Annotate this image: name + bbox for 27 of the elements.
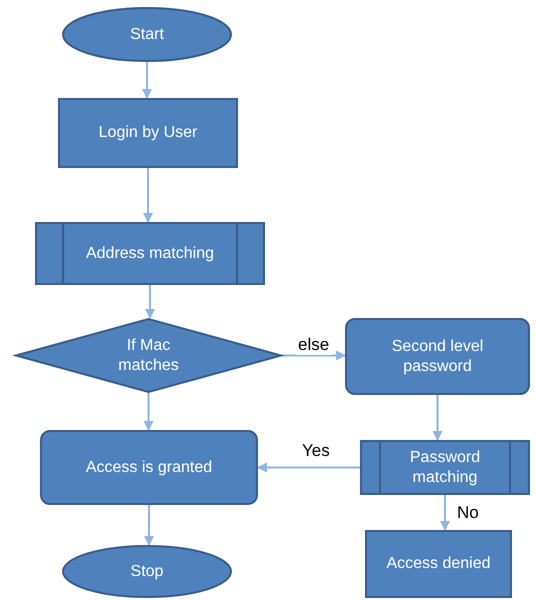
node-label: Start (129, 24, 165, 44)
predefined-process-box (360, 440, 530, 495)
decision-diamond (15, 318, 282, 393)
process-box (365, 530, 512, 598)
arrow (144, 505, 154, 546)
node-label: Password matching (408, 448, 482, 488)
predefined-process-box (35, 222, 265, 285)
arrow (432, 395, 442, 441)
process-box (345, 318, 530, 395)
node-label: Second level password (390, 336, 484, 376)
arrow (257, 462, 360, 472)
node-label: Login by User (98, 123, 198, 143)
arrow (145, 285, 155, 319)
process-box (58, 98, 238, 168)
arrow (143, 168, 153, 223)
arrow (142, 62, 152, 99)
process-box (40, 430, 258, 505)
node-label: Stop (130, 562, 164, 582)
node-label: Address matching (84, 244, 216, 264)
stop-terminal (62, 545, 232, 598)
arrow (144, 393, 154, 431)
node-label: Access denied (385, 554, 492, 574)
node-label: If Mac matches (117, 336, 180, 376)
arrow (282, 350, 346, 360)
start-terminal (62, 7, 232, 62)
arrow (440, 495, 450, 531)
node-label: Access is granted (84, 458, 214, 478)
